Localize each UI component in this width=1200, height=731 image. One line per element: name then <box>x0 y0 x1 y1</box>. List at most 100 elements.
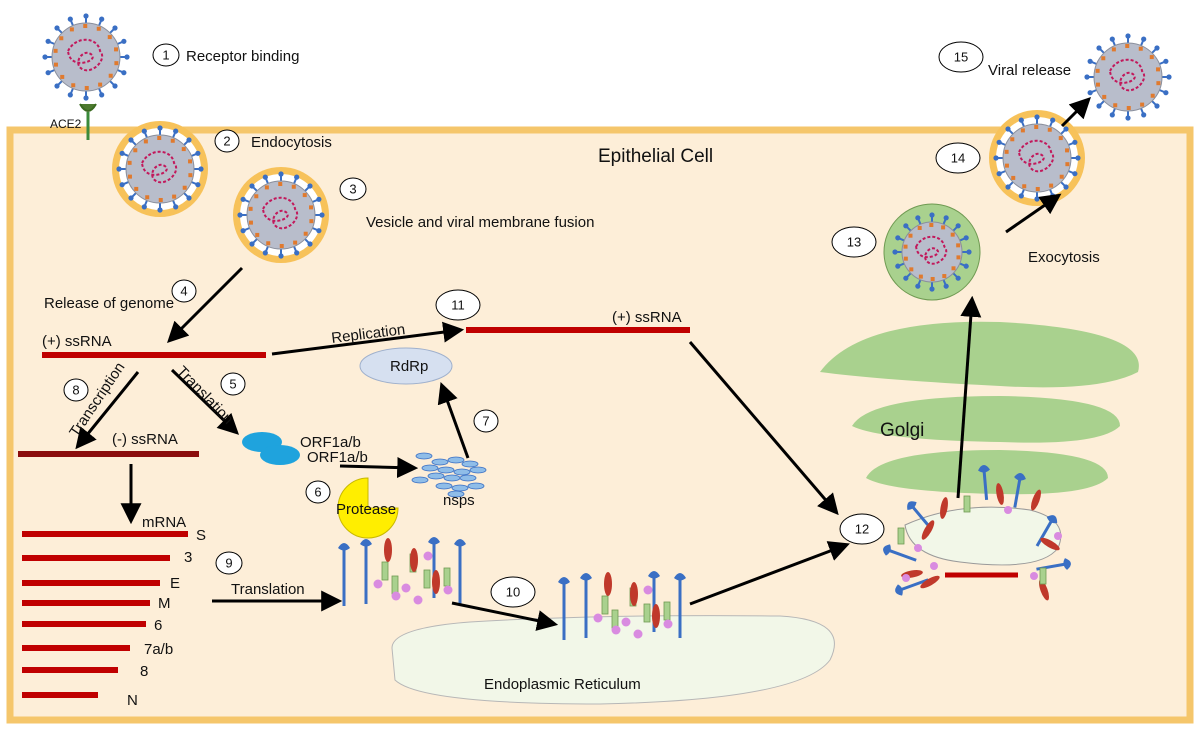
nsp <box>415 452 433 460</box>
nsp <box>437 466 455 474</box>
protease-label: Protease <box>336 501 396 518</box>
virions <box>42 13 1172 301</box>
virion-released <box>1084 33 1172 121</box>
nsp <box>467 482 485 490</box>
step-marker-3: 3 <box>339 177 367 201</box>
nsp <box>469 466 487 474</box>
mrna-gene-label: 7a/b <box>144 641 173 658</box>
nsp <box>427 472 445 480</box>
arrow-nsps-to-rdrp <box>437 382 470 459</box>
step-number: 11 <box>451 298 465 313</box>
step-marker-1: 1 <box>152 43 180 67</box>
assembly-vesicle <box>904 506 1062 578</box>
golgi-label: Golgi <box>880 420 924 441</box>
step-number: 7 <box>482 414 489 429</box>
mrna-gene-label: M <box>158 595 171 612</box>
step-number: 6 <box>314 485 321 500</box>
nsp <box>421 464 439 472</box>
step-marker-8: 8 <box>63 378 89 402</box>
step-number: 12 <box>855 522 869 537</box>
mrna-gene-label: N <box>127 692 138 709</box>
orf1ab-label-1: ORF1a/b <box>300 434 361 451</box>
nsp <box>443 474 461 482</box>
nsp <box>447 456 465 464</box>
ace2-label: ACE2 <box>50 117 82 131</box>
nsp <box>431 458 449 466</box>
nsp <box>459 474 477 482</box>
nsp <box>461 460 479 468</box>
nsp <box>435 482 453 490</box>
step-marker-13: 13 <box>831 226 877 258</box>
er-proteins <box>558 571 686 640</box>
nsp <box>453 468 471 476</box>
arrow-replication <box>271 321 465 356</box>
orf1ab-blob <box>260 445 300 465</box>
step-marker-11: 11 <box>435 289 481 321</box>
fusion-label: Vesicle and viral membrane fusion <box>366 214 594 231</box>
viral-release-label: Viral release <box>988 62 1071 79</box>
orf1ab-label-2: ORF1a/b <box>307 449 368 466</box>
rdrp: RdRp <box>359 347 453 385</box>
er-label: Endoplasmic Reticulum <box>484 676 641 693</box>
virion-in-golgi-vesicle <box>892 212 972 292</box>
arrow-translation <box>170 368 240 435</box>
ace2-receptor: ACE2 <box>50 103 97 140</box>
mrna-gene-label: 6 <box>154 617 162 634</box>
step-number: 9 <box>225 556 232 571</box>
step-marker-7: 7 <box>473 409 499 433</box>
mrna-gene-label: S <box>196 527 206 544</box>
orf1ab-proteins: ORF1a/b ORF1a/b <box>242 432 368 466</box>
arrow-release-genome <box>167 266 244 343</box>
nsp <box>451 484 469 492</box>
neg-ssrna-label: (-) ssRNA <box>112 431 178 448</box>
rdrp-label: RdRp <box>390 358 428 375</box>
arrow-transcription <box>75 371 140 450</box>
nsp <box>411 476 429 484</box>
virion-endocytosis <box>112 121 208 217</box>
pos-ssrna-label: (+) ssRNA <box>42 333 112 350</box>
mrna-label: mRNA <box>142 514 186 531</box>
step-marker-4: 4 <box>171 279 197 303</box>
step-number: 2 <box>223 134 230 149</box>
step-marker-6: 6 <box>305 480 331 504</box>
step-number: 13 <box>847 235 861 250</box>
mrna-gene-label: E <box>170 575 180 592</box>
step-marker-2: 2 <box>214 129 240 153</box>
virion-exocytosis <box>989 110 1085 206</box>
arrow-rna-to-assembly <box>688 341 839 516</box>
step-number: 1 <box>162 48 169 63</box>
arrow-orf-to-nsps <box>339 457 419 479</box>
golgi-apparatus: Golgi <box>820 321 1139 495</box>
arrow-golgi-to-vesicle <box>956 295 982 499</box>
step-number: 3 <box>349 182 356 197</box>
protease: Protease <box>336 477 399 539</box>
receptor-binding-label: Receptor binding <box>186 48 299 65</box>
step-marker-9: 9 <box>215 551 243 575</box>
translated-proteins <box>338 537 466 606</box>
nsp <box>447 490 465 498</box>
translation-label-2: Translation <box>231 581 305 598</box>
virion-fusion <box>233 167 329 263</box>
step-number: 14 <box>951 151 965 166</box>
step-marker-12: 12 <box>839 513 885 545</box>
step-number: 10 <box>506 585 520 600</box>
exocytosis-label: Exocytosis <box>1028 249 1100 266</box>
step-marker-14: 14 <box>935 142 981 174</box>
endoplasmic-reticulum: Endoplasmic Reticulum <box>391 615 835 705</box>
arrow-exocytosis <box>1005 193 1062 234</box>
nsps-cluster <box>411 452 487 498</box>
arrow-er-to-assembly <box>689 541 850 606</box>
cell-label: Epithelial Cell <box>598 146 713 167</box>
mrna-gene-label: 8 <box>140 663 148 680</box>
step-marker-10: 10 <box>490 576 536 608</box>
step-marker-5: 5 <box>220 372 246 396</box>
step-number: 8 <box>72 383 79 398</box>
assembly-proteins <box>883 465 1071 601</box>
step-number: 5 <box>229 377 236 392</box>
arrows <box>75 97 1091 631</box>
step-number: 15 <box>954 50 968 65</box>
step-marker-15: 15 <box>938 41 984 73</box>
endocytosis-label: Endocytosis <box>251 134 332 151</box>
arrow-to-er <box>451 601 559 631</box>
